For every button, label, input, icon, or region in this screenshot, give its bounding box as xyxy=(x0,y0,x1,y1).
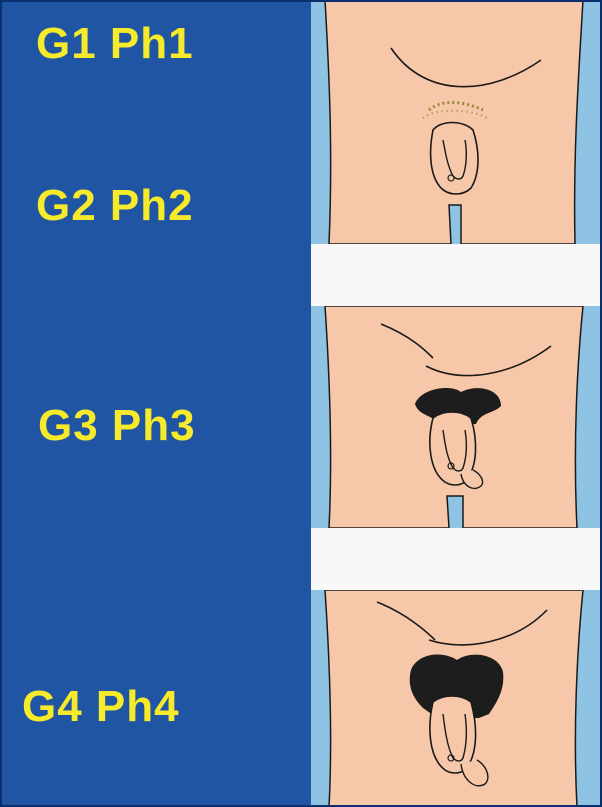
genital-outline xyxy=(431,123,478,195)
stage-label-g2-ph2: G2 Ph2 xyxy=(36,184,194,228)
illustration-stage-1-2-drawing xyxy=(311,0,602,244)
illustration-stage-1-2 xyxy=(311,0,602,244)
illustration-stage-4 xyxy=(311,590,602,807)
genital-outline xyxy=(430,696,476,773)
stage-label-g1-ph1: G1 Ph1 xyxy=(36,22,194,66)
separator-1 xyxy=(311,244,602,306)
illustration-stage-3-drawing xyxy=(311,306,602,528)
illustration-stage-4-drawing xyxy=(311,590,602,807)
separator-2 xyxy=(311,528,602,590)
stage-label-g4-ph4: G4 Ph4 xyxy=(22,685,180,729)
stage-labels-panel: G1 Ph1 G2 Ph2 G3 Ph3 G4 Ph4 xyxy=(0,0,311,807)
stage-label-g3-ph3: G3 Ph3 xyxy=(38,404,196,448)
illustration-stage-3 xyxy=(311,306,602,528)
